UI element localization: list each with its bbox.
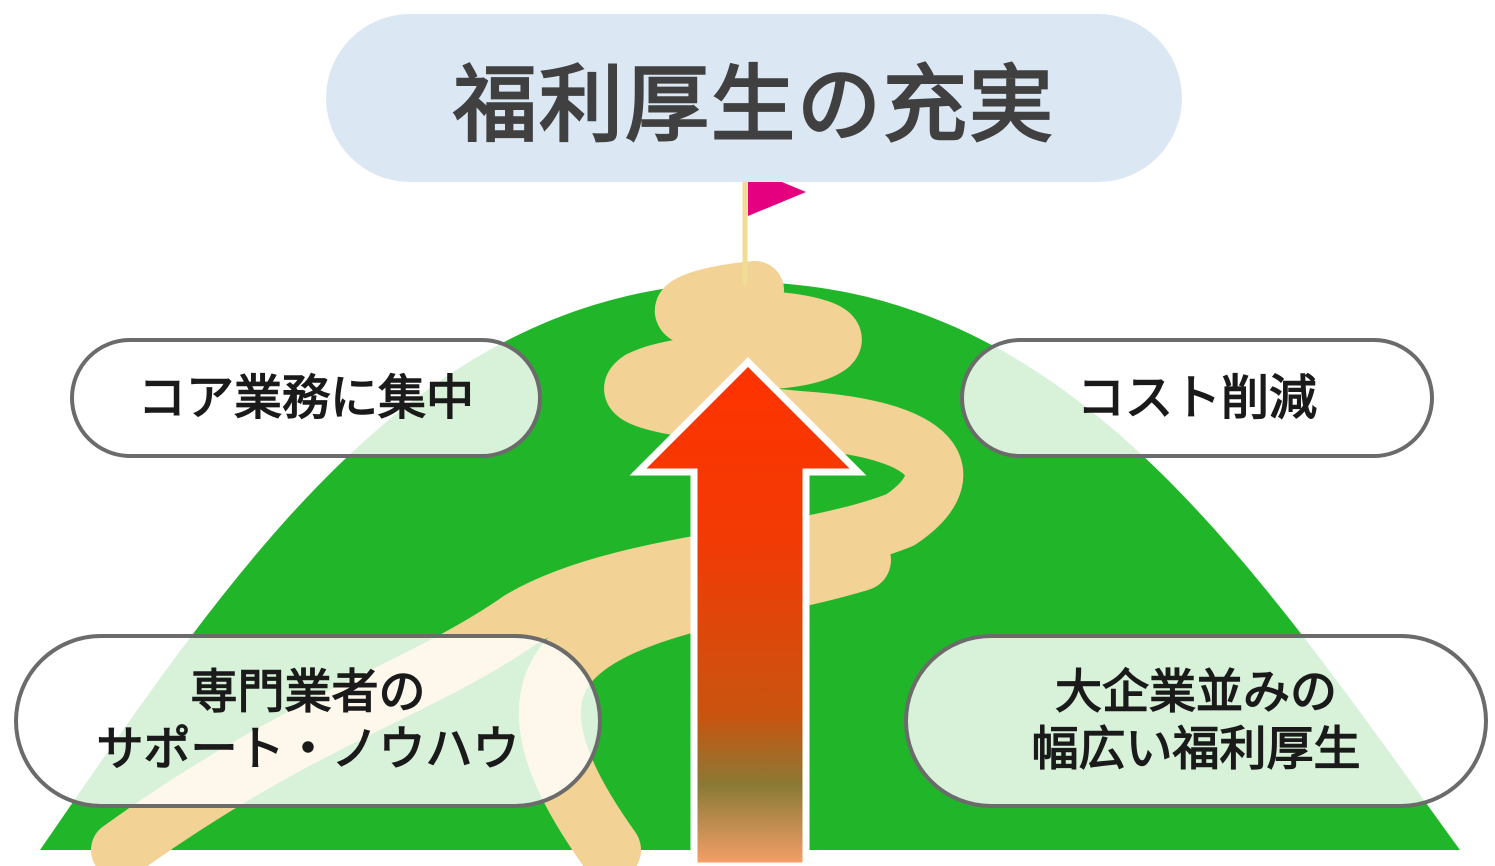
label-expert-support: 専門業者の サポート・ノウハウ: [14, 634, 602, 808]
label-cost-reduction-text: コスト削減: [1076, 369, 1317, 426]
title-banner: 福利厚生の充実: [326, 14, 1182, 182]
label-broad-benefits-line-2: 幅広い福利厚生: [1031, 722, 1361, 777]
label-cost-reduction: コスト削減: [960, 338, 1434, 458]
up-arrow-icon: [629, 357, 867, 866]
label-expert-support-line-1: 専門業者の: [190, 664, 426, 720]
page-title: 福利厚生の充実: [452, 55, 1055, 154]
label-core-business: コア業務に集中: [70, 338, 542, 458]
label-broad-benefits-line-1: 大企業並みの: [1055, 664, 1337, 720]
label-core-business-text: コア業務に集中: [137, 369, 474, 426]
label-broad-benefits: 大企業並みの 幅広い福利厚生: [904, 634, 1488, 808]
label-expert-support-line-2: サポート・ノウハウ: [96, 722, 520, 777]
